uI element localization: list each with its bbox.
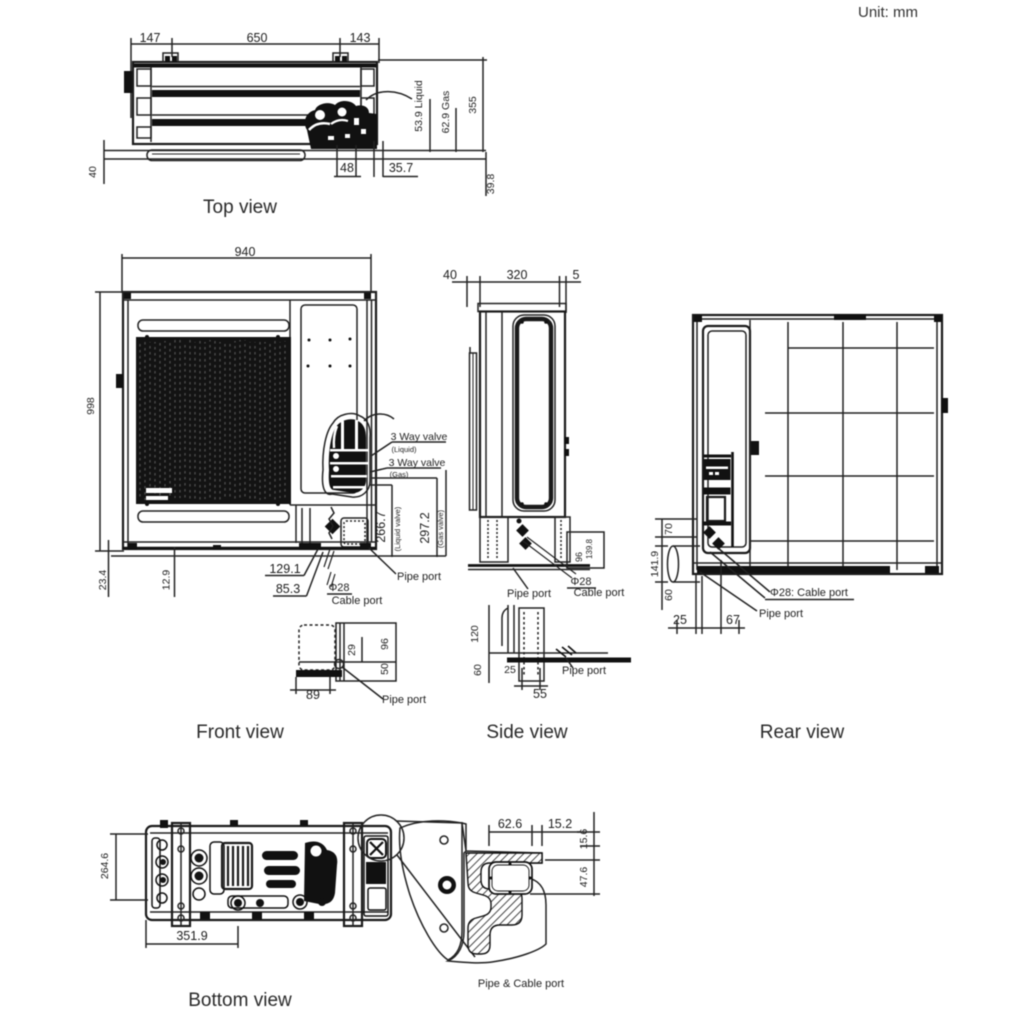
svg-text:96: 96 (574, 552, 584, 562)
svg-text:Pipe port: Pipe port (562, 665, 606, 677)
svg-text:320: 320 (507, 268, 528, 282)
svg-text:Φ28: Φ28 (570, 576, 591, 588)
svg-text:351.9: 351.9 (176, 929, 207, 943)
svg-text:139.8: 139.8 (585, 538, 594, 559)
svg-text:355: 355 (467, 96, 479, 114)
svg-text:53.9 Liquid: 53.9 Liquid (413, 80, 425, 132)
svg-text:40: 40 (443, 268, 457, 282)
svg-text:Φ28: Φ28 (328, 582, 349, 594)
svg-text:(Liquid valve): (Liquid valve) (393, 506, 402, 551)
svg-text:Rear view: Rear view (760, 722, 845, 743)
svg-text:Bottom view: Bottom view (188, 990, 292, 1011)
svg-text:Pipe & Cable port: Pipe & Cable port (478, 978, 564, 990)
svg-text:650: 650 (247, 31, 268, 45)
svg-text:266.7: 266.7 (374, 511, 388, 542)
svg-text:Cable port: Cable port (574, 587, 625, 599)
svg-text:85.3: 85.3 (276, 582, 300, 596)
svg-text:62.6: 62.6 (498, 817, 522, 831)
svg-text:15.6: 15.6 (578, 829, 590, 850)
svg-text:25: 25 (673, 613, 687, 627)
svg-text:3 Way valve: 3 Way valve (389, 457, 446, 469)
svg-text:Pipe port: Pipe port (397, 571, 441, 583)
svg-text:96: 96 (379, 638, 391, 650)
svg-text:Top view: Top view (203, 197, 277, 218)
svg-text:67: 67 (726, 613, 740, 627)
svg-text:141.9: 141.9 (649, 551, 661, 577)
svg-text:39.8: 39.8 (485, 174, 497, 195)
svg-text:Cable port: Cable port (332, 595, 383, 607)
svg-text:47.6: 47.6 (578, 867, 590, 888)
svg-text:62.9 Gas: 62.9 Gas (440, 91, 452, 134)
svg-text:50: 50 (379, 663, 391, 675)
svg-text:25: 25 (504, 664, 516, 676)
svg-text:55: 55 (533, 687, 547, 701)
svg-text:60: 60 (472, 664, 484, 676)
svg-text:40: 40 (87, 166, 99, 178)
svg-text:143: 143 (350, 31, 371, 45)
svg-text:89: 89 (306, 688, 320, 702)
svg-text:5: 5 (573, 268, 580, 282)
svg-text:120: 120 (469, 625, 481, 643)
svg-text:(Liquid): (Liquid) (391, 445, 417, 454)
svg-text:998: 998 (85, 397, 97, 415)
svg-text:Pipe port: Pipe port (382, 694, 426, 706)
svg-text:12.9: 12.9 (161, 570, 173, 591)
svg-text:48: 48 (340, 161, 354, 175)
svg-text:(Gas): (Gas) (390, 470, 409, 479)
svg-text:23.4: 23.4 (97, 570, 109, 591)
svg-text:60: 60 (663, 589, 675, 601)
svg-text:29: 29 (346, 644, 358, 656)
svg-text:35.7: 35.7 (389, 161, 413, 175)
svg-text:297.2: 297.2 (418, 512, 432, 543)
svg-text:(Gas valve): (Gas valve) (436, 509, 445, 548)
svg-text:264.6: 264.6 (99, 853, 111, 879)
svg-text:70: 70 (663, 523, 675, 535)
svg-text:Front view: Front view (196, 722, 284, 743)
svg-text:129.1: 129.1 (269, 562, 300, 576)
svg-text:3 Way valve: 3 Way valve (391, 431, 448, 443)
svg-text:940: 940 (235, 245, 256, 259)
svg-text:15.2: 15.2 (548, 817, 572, 831)
svg-text:147: 147 (140, 31, 161, 45)
svg-text:Φ28: Cable port: Φ28: Cable port (770, 587, 848, 599)
svg-text:Pipe port: Pipe port (759, 608, 803, 620)
svg-text:Unit: mm: Unit: mm (858, 4, 918, 21)
svg-text:Pipe port: Pipe port (507, 588, 551, 600)
svg-text:Side view: Side view (486, 722, 568, 743)
